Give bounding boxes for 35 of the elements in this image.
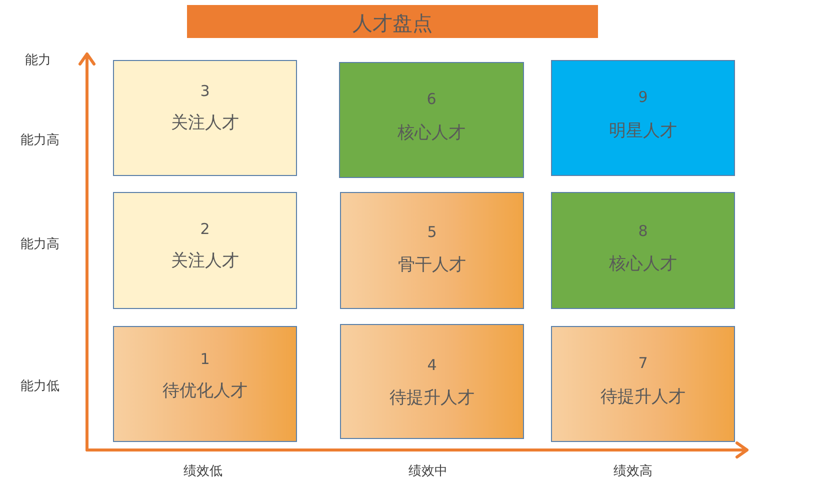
cell-title: 关注人才 xyxy=(170,250,240,272)
cell-title: 待优化人才 xyxy=(162,380,248,402)
grid-cell-box xyxy=(551,192,735,309)
cell-title: 待提升人才 xyxy=(388,387,476,409)
cell-number: 7 xyxy=(637,354,649,372)
y-axis-label: 能力高 xyxy=(20,133,60,149)
cell-number: 2 xyxy=(199,220,211,238)
y-axis-label: 能力低 xyxy=(20,379,60,395)
cell-title: 核心人才 xyxy=(608,253,678,275)
cell-title: 明星人才 xyxy=(608,120,678,142)
cell-title: 待提升人才 xyxy=(600,386,686,408)
cell-title: 关注人才 xyxy=(170,112,240,134)
x-axis-label: 绩效低 xyxy=(184,464,222,480)
cell-title: 核心人才 xyxy=(396,122,466,144)
cell-number: 8 xyxy=(637,222,649,240)
cell-title: 骨干人才 xyxy=(397,254,467,276)
x-axis-label: 绩效高 xyxy=(614,464,652,480)
cell-number: 4 xyxy=(426,356,438,374)
grid-cell-box xyxy=(339,62,524,178)
grid-cell-box xyxy=(551,60,735,176)
grid-cell-box xyxy=(113,192,297,309)
y-axis-label: 能力高 xyxy=(20,237,60,253)
cell-number: 5 xyxy=(426,223,438,241)
cell-number: 3 xyxy=(199,82,211,100)
y-axis-label: 能力 xyxy=(25,53,51,69)
x-axis-label: 绩效中 xyxy=(408,464,448,480)
cell-number: 6 xyxy=(426,90,438,108)
cell-number: 1 xyxy=(199,350,211,368)
cell-number: 9 xyxy=(637,88,649,106)
title: 人才盘点 xyxy=(352,10,434,36)
grid-cell-box xyxy=(113,326,297,442)
grid-cell-box xyxy=(113,60,297,176)
grid-cell-box xyxy=(551,326,735,442)
grid-cell-box xyxy=(340,324,524,439)
grid-cell-box xyxy=(340,192,524,309)
